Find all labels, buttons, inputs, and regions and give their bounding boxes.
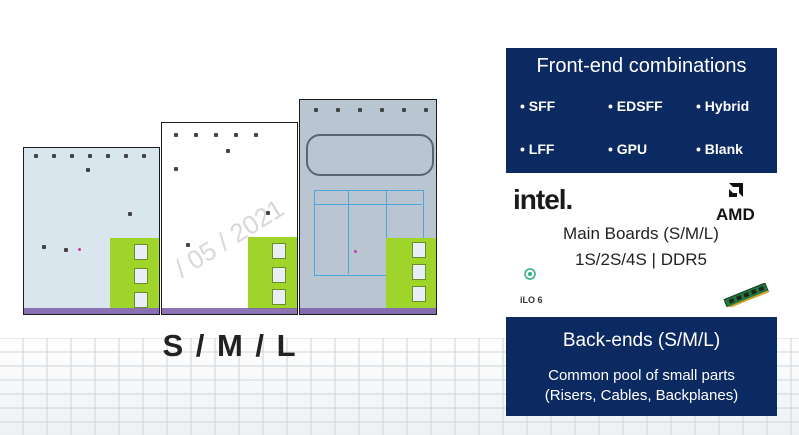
intel-logo: intel. xyxy=(513,184,573,215)
combo-blank: • Blank xyxy=(696,141,743,157)
back-end-line1: Common pool of small parts xyxy=(548,367,735,384)
board-medium-image: / 05 / 2021 xyxy=(161,122,298,315)
amd-logo-icon xyxy=(729,183,743,197)
amd-logo-text: AMD xyxy=(716,205,755,224)
combo-hybrid: • Hybrid xyxy=(696,98,750,114)
ilo-icon xyxy=(524,268,536,280)
back-end-title: Back-ends (S/M/L) xyxy=(562,330,721,351)
memory-module-icon xyxy=(723,283,769,307)
combo-sff: • SFF xyxy=(520,98,556,114)
back-end-line2: (Risers, Cables, Backplanes) xyxy=(544,387,739,404)
board-large-image xyxy=(299,99,437,315)
main-boards-config: 1S/2S/4S | DDR5 xyxy=(575,250,707,269)
ilo-label: iLO 6 xyxy=(520,295,543,305)
combo-lff: • LFF xyxy=(520,141,555,157)
back-end-panel: Back-ends (S/M/L) Common pool of small p… xyxy=(506,317,777,416)
size-label: S / M / L xyxy=(162,328,298,363)
combo-gpu: • GPU xyxy=(608,141,648,157)
combo-edsff: • EDSFF xyxy=(608,98,663,114)
front-end-panel: Front-end combinations • SFF • EDSFF • H… xyxy=(506,48,777,173)
main-boards-title: Main Boards (S/M/L) xyxy=(563,224,719,243)
board-small-image xyxy=(23,147,160,315)
front-end-title: Front-end combinations xyxy=(536,55,747,77)
